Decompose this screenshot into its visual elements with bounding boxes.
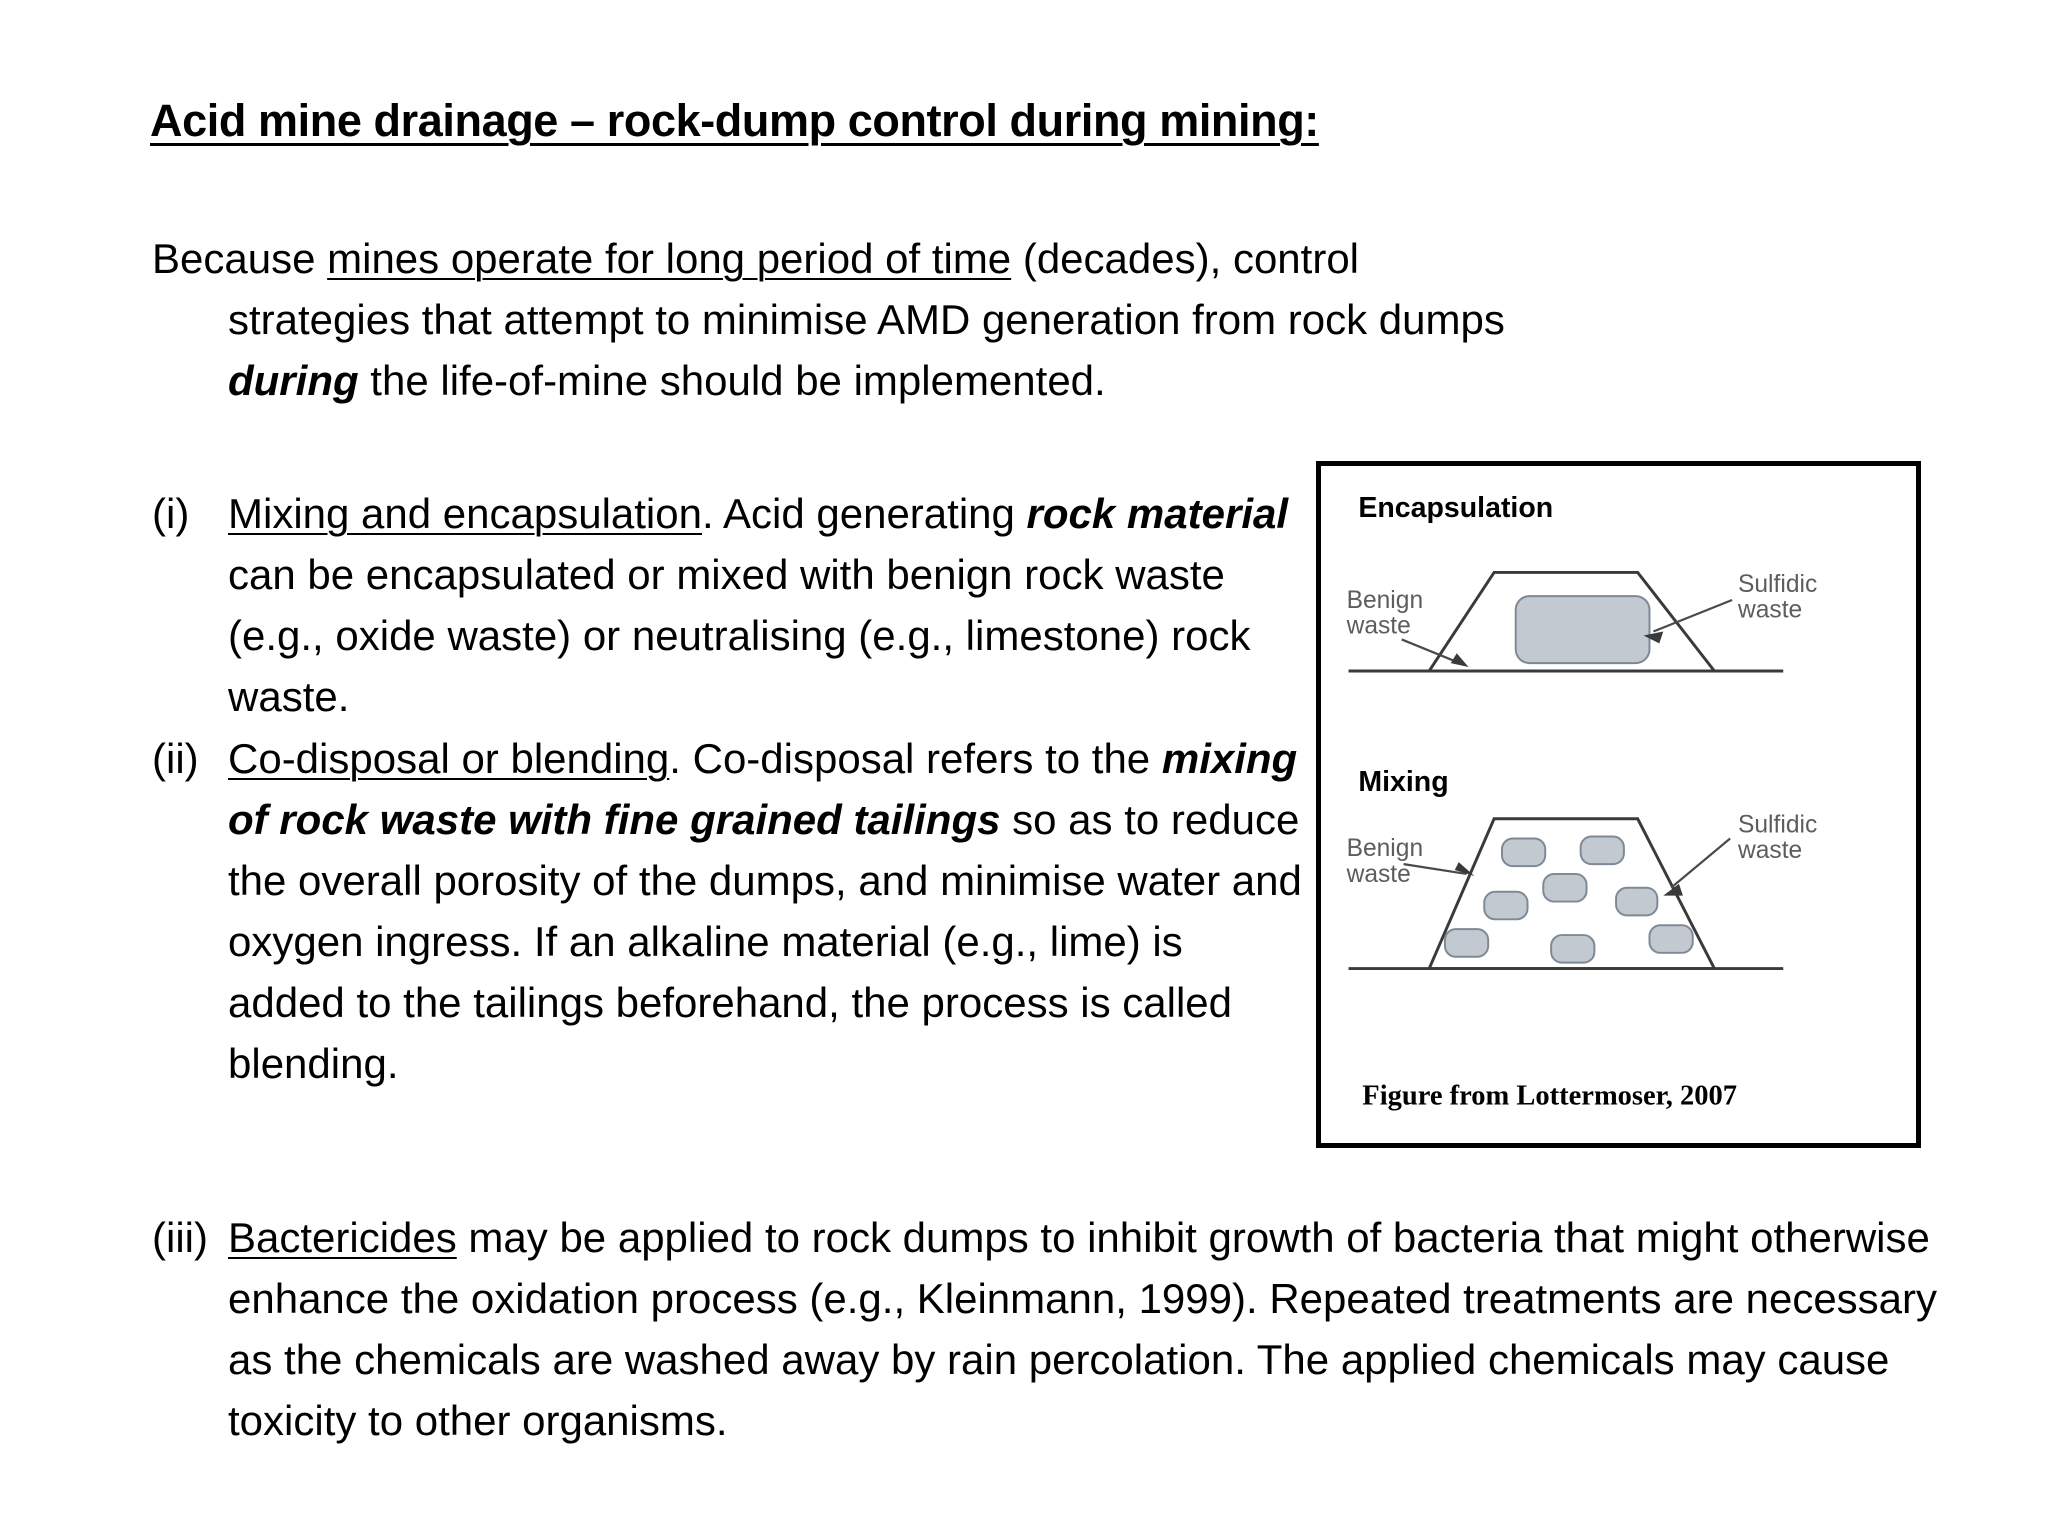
panel-heading-mixing: Mixing <box>1358 766 1448 798</box>
list-item-heading: Co-disposal or blending <box>228 735 670 782</box>
rock-dump-diagram: Encapsulation Benign waste Sulfidic wast… <box>1346 492 1818 1112</box>
sulfidic-waste-blob <box>1579 835 1625 866</box>
figure-caption: Figure from Lottermoser, 2007 <box>1362 1081 1737 1112</box>
label-sulfidic-waste-line1: Sulfidic <box>1738 571 1817 598</box>
sulfidic-waste-blob <box>1648 924 1694 954</box>
arrow-head-benign-encapsulation <box>1450 653 1469 668</box>
leader-sulfidic-waste-encapsulation <box>1653 599 1733 633</box>
intro-line1-suffix: (decades), control <box>1011 235 1360 282</box>
leader-sulfidic-waste-mixing <box>1670 837 1731 889</box>
leader-benign-waste-mixing <box>1403 863 1467 876</box>
label-sulfidic-waste-line2: waste <box>1737 597 1802 624</box>
label-benign-waste-line1: Benign <box>1347 835 1424 862</box>
list-marker: (ii) <box>152 735 199 782</box>
figure-panel: Encapsulation Benign waste Sulfidic wast… <box>1316 461 1921 1148</box>
label-sulfidic-waste-line1: Sulfidic <box>1738 812 1817 839</box>
list-item-body: Co-disposal or blending. Co-disposal ref… <box>228 728 1302 1094</box>
intro-line1-underlined: mines operate for long period of time <box>327 235 1012 282</box>
list-marker: (i) <box>152 490 190 537</box>
label-benign-waste-line2: waste <box>1346 613 1411 640</box>
arrow-head-sulfidic-mixing <box>1663 883 1683 896</box>
list-item-body: Bactericides may be applied to rock dump… <box>228 1207 1952 1451</box>
intro-line3-emphasis: during <box>228 357 359 404</box>
list-marker: (iii) <box>152 1214 208 1261</box>
intro-line3: during the life-of-mine should be implem… <box>152 350 1652 411</box>
label-sulfidic-waste-line2: waste <box>1737 837 1802 864</box>
list-item-body: Mixing and encapsulation. Acid generatin… <box>228 483 1302 727</box>
list-item: (iii) Bactericides may be applied to roc… <box>152 1207 1952 1451</box>
sulfidic-waste-blob <box>1483 890 1529 921</box>
list-item-rest: so as to reduce the overall porosity of … <box>228 796 1302 1087</box>
list-item-after-heading: . Acid generating <box>701 490 1027 537</box>
sulfidic-waste-blob <box>1443 928 1490 958</box>
arrow-head-benign-mixing <box>1454 862 1475 876</box>
arrow-head-sulfidic-encapsulation <box>1643 631 1664 644</box>
sulfidic-waste-blob <box>1550 934 1596 964</box>
intro-line2: strategies that attempt to minimise AMD … <box>228 296 1505 343</box>
list-item: (i) Mixing and encapsulation. Acid gener… <box>152 483 1302 727</box>
list-item-emphasis: mixing of rock waste with fine grained t… <box>228 735 1298 843</box>
sulfidic-waste-blob <box>1542 872 1588 903</box>
label-benign-waste-line2: waste <box>1346 861 1411 888</box>
sulfidic-waste-blob <box>1615 886 1659 917</box>
sulfidic-waste-block <box>1514 595 1651 665</box>
list-item-emphasis: rock material <box>1026 490 1289 537</box>
page-title: Acid mine drainage – rock-dump control d… <box>150 95 1319 146</box>
intro-line1-prefix: Because <box>152 235 328 282</box>
list-item-after-heading: . Co-disposal refers to the <box>669 735 1162 782</box>
list-item-heading: Bactericides <box>228 1214 457 1261</box>
sulfidic-waste-blob <box>1500 837 1547 868</box>
list-item: (ii) Co-disposal or blending. Co-disposa… <box>152 728 1302 1094</box>
list-item-rest: can be encapsulated or mixed with benign… <box>228 551 1251 720</box>
list-item-heading: Mixing and encapsulation <box>228 490 702 537</box>
list-item-after-heading: may be applied to rock dumps to inhibit … <box>228 1214 1938 1444</box>
label-benign-waste-line1: Benign <box>1347 587 1424 614</box>
intro-paragraph: Because mines operate for long period of… <box>152 228 1652 411</box>
panel-heading-encapsulation: Encapsulation <box>1358 492 1553 524</box>
intro-line3-rest: the life-of-mine should be implemented. <box>358 357 1106 404</box>
